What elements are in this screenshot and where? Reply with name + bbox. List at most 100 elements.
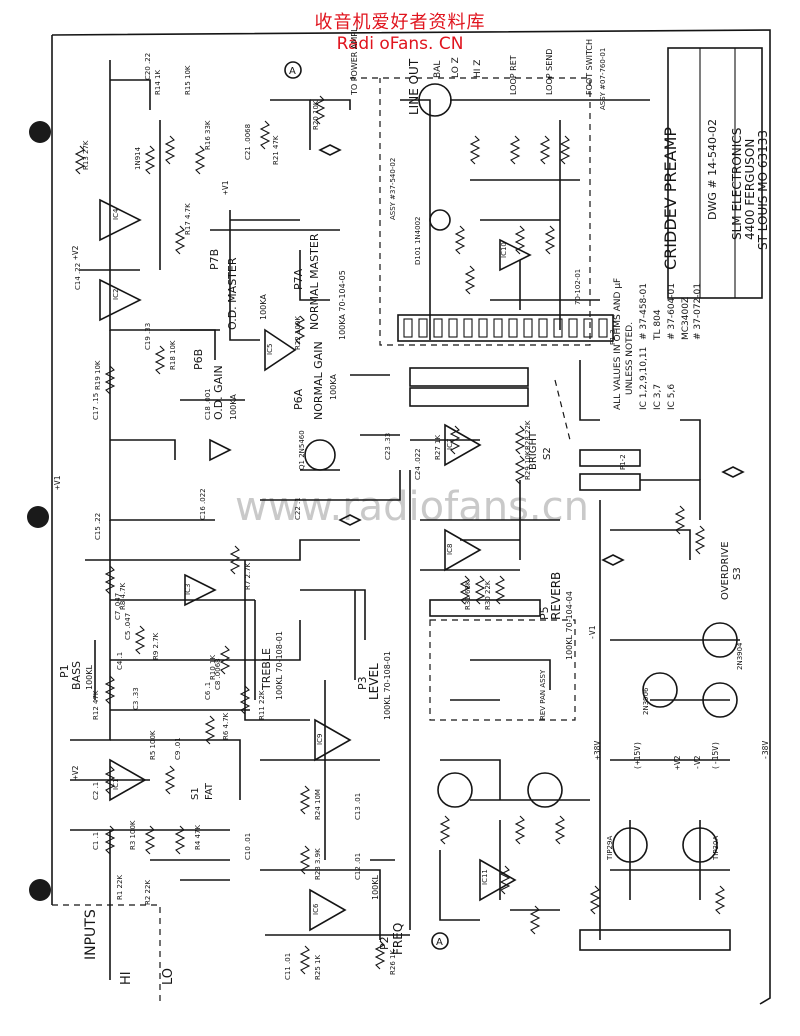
resistor-label: R27 1K xyxy=(434,435,442,460)
connector-pin xyxy=(448,318,458,338)
overdrive-label: OVERDRIVE xyxy=(720,541,731,600)
node-c1b xyxy=(721,466,745,478)
capacitor-label: C7 .047 xyxy=(114,593,122,620)
reverb-tank-outline xyxy=(429,619,576,721)
line-out-label: LINE OUT xyxy=(407,58,421,115)
resistor-label: R6 4.7K xyxy=(222,712,230,740)
capacitor-label: C15 .22 xyxy=(94,513,102,540)
notes-part1: # 37-458-01 xyxy=(639,283,649,340)
freq-value: 100KL xyxy=(371,874,380,900)
input-jack-outline xyxy=(52,904,161,1004)
resistor-label: R1 22K xyxy=(116,875,124,900)
op-amps xyxy=(99,198,532,932)
opamp-ic3 xyxy=(184,573,217,607)
od-gain-label: O.D. GAIN xyxy=(212,365,225,420)
p1-label: P1 xyxy=(58,664,71,678)
notes-ic1: IC 1,2,9,10,11 xyxy=(639,347,649,410)
ic-label: IC7 xyxy=(446,439,454,450)
resistor xyxy=(694,525,706,555)
supply-plus-v1-b: +V1 xyxy=(221,180,230,195)
p6a-label: P6A xyxy=(292,388,305,410)
q7-transistor xyxy=(702,622,738,658)
assy-ref-2: ASSY #07-760-01 xyxy=(599,48,607,110)
resistor-label: R18 10K xyxy=(169,340,177,370)
resistor-label: R5 100K xyxy=(149,730,157,760)
svg-text:A: A xyxy=(436,937,443,948)
connector-pin xyxy=(403,318,413,338)
company-address: 4400 FERGUSON xyxy=(743,139,757,240)
capacitor-label: C2 .1 xyxy=(92,782,100,800)
resistor xyxy=(299,785,311,815)
supply-plus-v2-b: +V2 xyxy=(71,765,80,780)
capacitor-label: C21 .0068 xyxy=(244,124,252,160)
loop-send-label: LOOP SEND xyxy=(545,49,554,95)
od-gain-value: 100KA xyxy=(229,394,238,420)
resistor xyxy=(714,885,726,915)
hi-label: HI xyxy=(119,971,134,985)
ic-label: IC4 xyxy=(112,208,120,220)
capacitor-label: C8 .0068 xyxy=(214,658,222,690)
resistor-label: R16 33K xyxy=(204,120,212,150)
resistor xyxy=(259,120,271,150)
supply-plus-38: +38V xyxy=(593,741,602,760)
punch-hole-top xyxy=(29,121,51,143)
capacitor-label: C22 .1 xyxy=(294,497,302,520)
resistor xyxy=(104,675,116,705)
notes-part5: # 37-072-01 xyxy=(693,283,703,340)
bright-label: BRIGHT xyxy=(528,431,539,470)
inputs-label: INPUTS xyxy=(83,909,99,960)
connector-pin xyxy=(538,318,548,338)
svg-text:A: A xyxy=(289,66,296,77)
ic-label: IC3 xyxy=(184,584,192,595)
notes-block: ALL VALUES IN OHMS AND μF UNLESS NOTED. … xyxy=(613,278,703,410)
buffer-triangle xyxy=(209,438,232,462)
capacitor-label: C24 .022 xyxy=(414,448,422,480)
assy-ref-3: P1-3 xyxy=(609,329,617,345)
resistor-label: R10 1K xyxy=(209,655,217,680)
resistor xyxy=(144,145,156,175)
reverb-label: REVERB xyxy=(549,572,563,620)
notes-part2: TL 804 xyxy=(653,309,663,341)
resistor-label: R2 22K xyxy=(144,880,152,905)
q3-transistor xyxy=(527,772,563,808)
resistor xyxy=(144,825,156,855)
p6b-label: P6B xyxy=(192,349,205,370)
resistor xyxy=(239,685,251,715)
connector-pin xyxy=(463,318,473,338)
connector-pin xyxy=(433,318,443,338)
resistor xyxy=(464,265,476,295)
capacitor-label: C4 .1 xyxy=(116,652,124,670)
resistor xyxy=(374,940,386,970)
connector-pin xyxy=(478,318,488,338)
connector-pin xyxy=(583,318,593,338)
notes-line1: ALL VALUES IN OHMS AND μF xyxy=(613,278,623,410)
capacitor-label: C12 .01 xyxy=(354,853,362,880)
resistor xyxy=(474,575,486,605)
footswitch-label: FOOT SWITCH xyxy=(585,39,594,95)
od-master-label: O.D. MASTER xyxy=(226,257,239,330)
resistor-label: R22 100K xyxy=(294,316,302,350)
opamp-ic5 xyxy=(264,328,297,372)
resistor xyxy=(219,645,231,675)
resistor-label: R31 68K xyxy=(464,580,472,610)
capacitor-label: C14 .22 xyxy=(74,263,82,290)
normal-master-label: NORMAL MASTER xyxy=(308,233,321,330)
title-block: CRIDDEV PREAMP DWG # 14-540-02 SLM ELECT… xyxy=(661,47,770,299)
gain-value: 100KA xyxy=(329,374,338,400)
resistor-label: R17 4.7K xyxy=(184,203,192,235)
resistor xyxy=(554,815,566,845)
capacitor-label: C17 .15 xyxy=(92,393,100,420)
capacitor-label: C6 .1 xyxy=(204,682,212,700)
ic-label: IC9 xyxy=(316,734,324,745)
resistor-label: R11 22K xyxy=(258,690,266,720)
supply-minus-38: -38V xyxy=(761,741,770,760)
supply-minus-v2: -V2 xyxy=(693,755,702,770)
q1-label: Q1 2N5460 xyxy=(298,430,306,470)
resistor xyxy=(514,425,526,455)
fat-label: FAT xyxy=(204,782,215,800)
punch-hole-bottom xyxy=(29,879,51,901)
connector-pin xyxy=(418,318,428,338)
treble-value: 100KL 70-108-01 xyxy=(275,631,284,700)
notes-part3: # 37-604-01 xyxy=(667,283,677,340)
